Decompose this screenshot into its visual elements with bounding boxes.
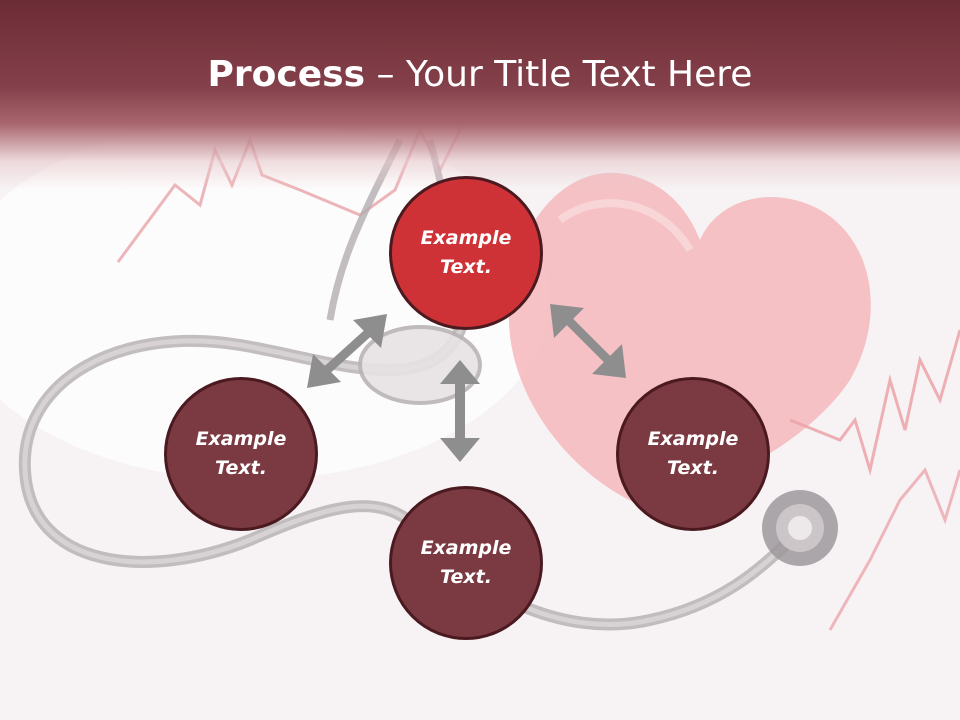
ecg-line-right-icon (789, 329, 960, 476)
node-right-line2: Text. (667, 457, 719, 479)
title-bold: Process (207, 54, 366, 95)
double-arrow-left-icon (307, 314, 387, 388)
node-bottom-line2: Text. (440, 566, 492, 588)
heart-icon (508, 172, 871, 506)
page-title: Process – Your Title Text Here (0, 52, 960, 98)
process-node-right[interactable]: Example Text. (616, 377, 770, 531)
process-node-bottom[interactable]: Example Text. (389, 486, 543, 640)
title-rest: – Your Title Text Here (365, 54, 753, 95)
node-left-line1: Example (195, 428, 287, 450)
double-arrow-vertical-icon (440, 360, 480, 462)
node-top-line2: Text. (440, 256, 492, 278)
node-left-line2: Text. (215, 457, 267, 479)
node-right-line1: Example (647, 428, 739, 450)
node-top-line1: Example (420, 227, 512, 249)
process-node-left[interactable]: Example Text. (164, 377, 318, 531)
node-bottom-line1: Example (420, 537, 512, 559)
double-arrow-right-icon (550, 304, 626, 378)
title-band (0, 0, 960, 190)
process-node-top[interactable]: Example Text. (389, 176, 543, 330)
